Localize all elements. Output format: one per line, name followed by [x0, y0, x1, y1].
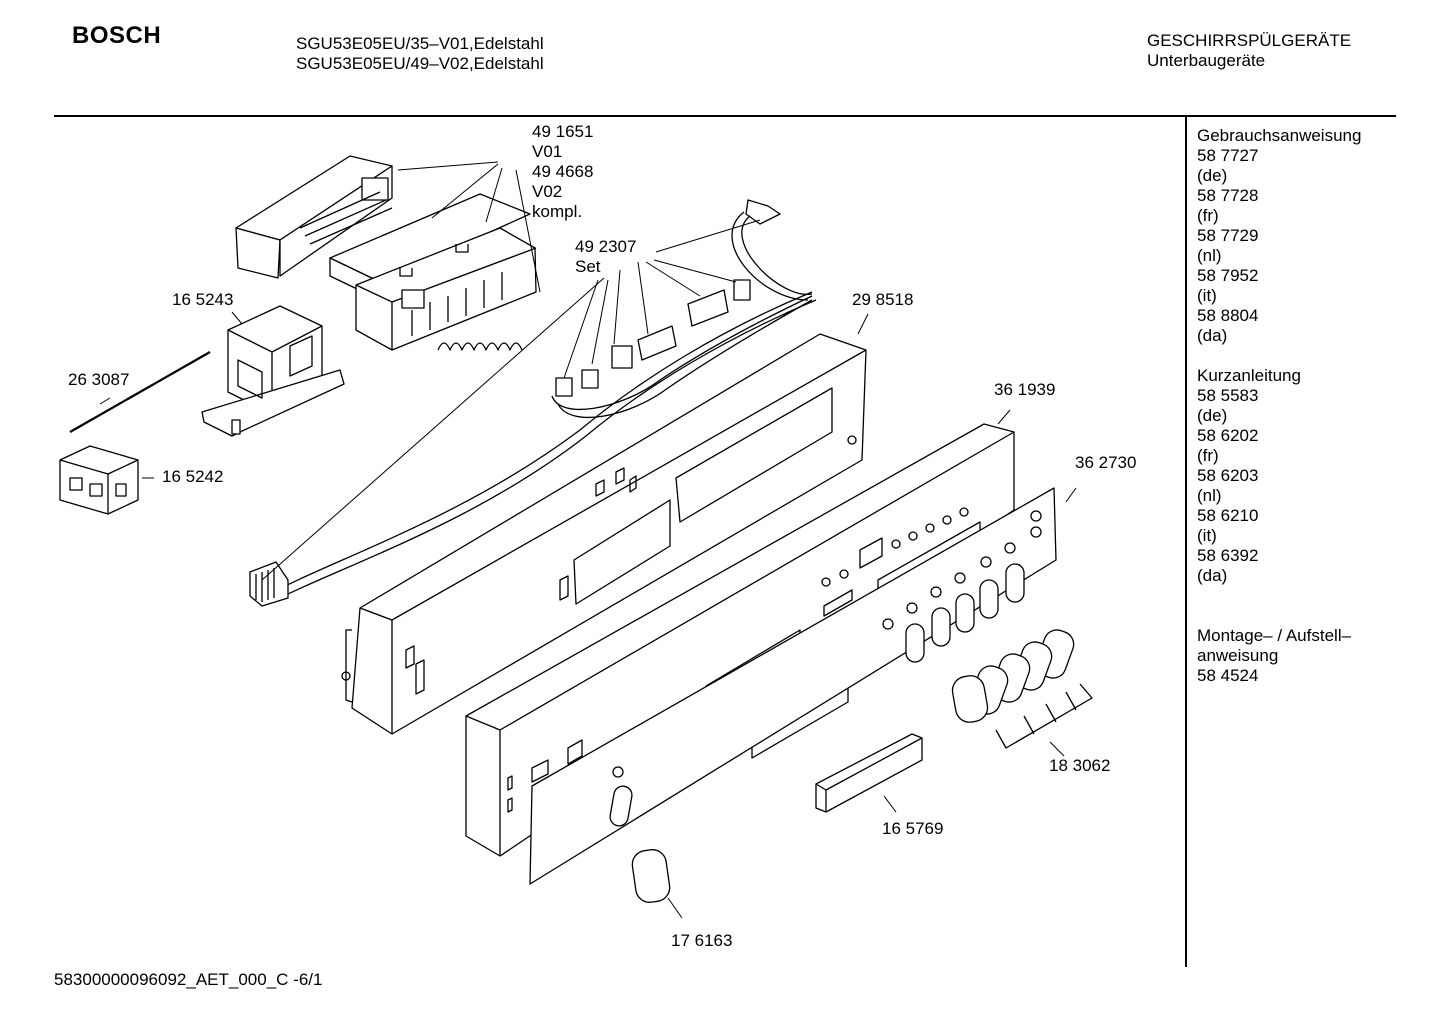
doc-number: 58 7952 — [1197, 266, 1259, 285]
doc-number: 58 8804 — [1197, 306, 1259, 325]
callout-491651: 49 1651 V01 49 4668 V02 kompl. — [532, 122, 593, 222]
model-line-1: SGU53E05EU/35–V01,Edelstahl — [296, 34, 544, 53]
callout-263087: 26 3087 — [68, 370, 130, 389]
doc-number: 58 7728 — [1197, 186, 1259, 205]
program-buttons-drawing — [950, 626, 1092, 748]
doc-number: 58 6203 — [1197, 466, 1259, 485]
callout-165242: 16 5242 — [162, 467, 224, 486]
callout-362730: 36 2730 — [1075, 453, 1137, 472]
subcategory-title: Unterbaugeräte — [1147, 51, 1266, 70]
callout-165243: 16 5243 — [172, 290, 234, 309]
doc-language: (fr) — [1197, 206, 1219, 225]
inner-panel-drawing — [342, 334, 866, 734]
callout-text: 49 1651 — [532, 122, 594, 141]
callout-176163: 17 6163 — [671, 931, 733, 950]
doc-number: 58 7727 — [1197, 146, 1259, 165]
doc-language: (fr) — [1197, 446, 1219, 465]
doc-number: 58 6202 — [1197, 426, 1259, 445]
category-title: GESCHIRRSPÜLGERÄTE — [1147, 31, 1352, 50]
wiring-harness-drawing — [250, 200, 816, 606]
doc-language: (it) — [1197, 286, 1217, 305]
switch-housing-drawing — [202, 306, 344, 436]
electronic-module-drawing — [236, 156, 536, 350]
switch-knob-drawing — [631, 848, 672, 904]
documentation-list: Gebrauchsanweisung 58 7727 (de) 58 7728 … — [1197, 126, 1361, 686]
main-switch-drawing — [60, 446, 138, 514]
header-divider — [54, 115, 1396, 117]
doc-language: (de) — [1197, 166, 1228, 185]
doc-language: (nl) — [1197, 246, 1222, 265]
doc-number: 58 7729 — [1197, 226, 1259, 245]
doc-language: (nl) — [1197, 486, 1222, 505]
sidebar-divider — [1185, 117, 1187, 967]
callout-text: 49 2307 — [575, 237, 637, 256]
doc-language: (da) — [1197, 326, 1228, 345]
doc-heading-montage: Montage– / Aufstell– — [1197, 626, 1352, 645]
front-panel-drawing — [530, 488, 1056, 884]
rod-drawing — [70, 352, 210, 432]
callout-text: 49 4668 — [532, 162, 594, 181]
doc-number: 58 6392 — [1197, 546, 1259, 565]
callout-492307: 49 2307 Set — [575, 237, 636, 277]
callout-165769: 16 5769 — [882, 819, 944, 838]
display-cover-drawing — [816, 734, 922, 812]
doc-language: (de) — [1197, 406, 1228, 425]
drawing-number: 58300000096092_AET_000_C -6/1 — [54, 970, 323, 989]
doc-number: 58 4524 — [1197, 666, 1259, 685]
doc-language: (da) — [1197, 566, 1228, 585]
doc-number: 58 5583 — [1197, 386, 1259, 405]
callout-298518: 29 8518 — [852, 290, 914, 309]
callout-text: V01 — [532, 142, 563, 161]
doc-heading-gebrauchsanweisung: Gebrauchsanweisung — [1197, 126, 1362, 145]
doc-heading-kurzanleitung: Kurzanleitung — [1197, 366, 1301, 385]
callout-183062: 18 3062 — [1049, 756, 1111, 775]
leader-lines — [100, 162, 1076, 918]
doc-number: 58 6210 — [1197, 506, 1259, 525]
callout-text: kompl. — [532, 202, 583, 221]
model-line-2: SGU53E05EU/49–V02,Edelstahl — [296, 54, 544, 73]
callout-361939: 36 1939 — [994, 380, 1056, 399]
brand-logo: BOSCH — [72, 22, 162, 49]
doc-heading-montage-cont: anweisung — [1197, 646, 1279, 665]
doc-language: (it) — [1197, 526, 1217, 545]
callout-text: V02 — [532, 182, 563, 201]
callout-text: Set — [575, 257, 601, 276]
